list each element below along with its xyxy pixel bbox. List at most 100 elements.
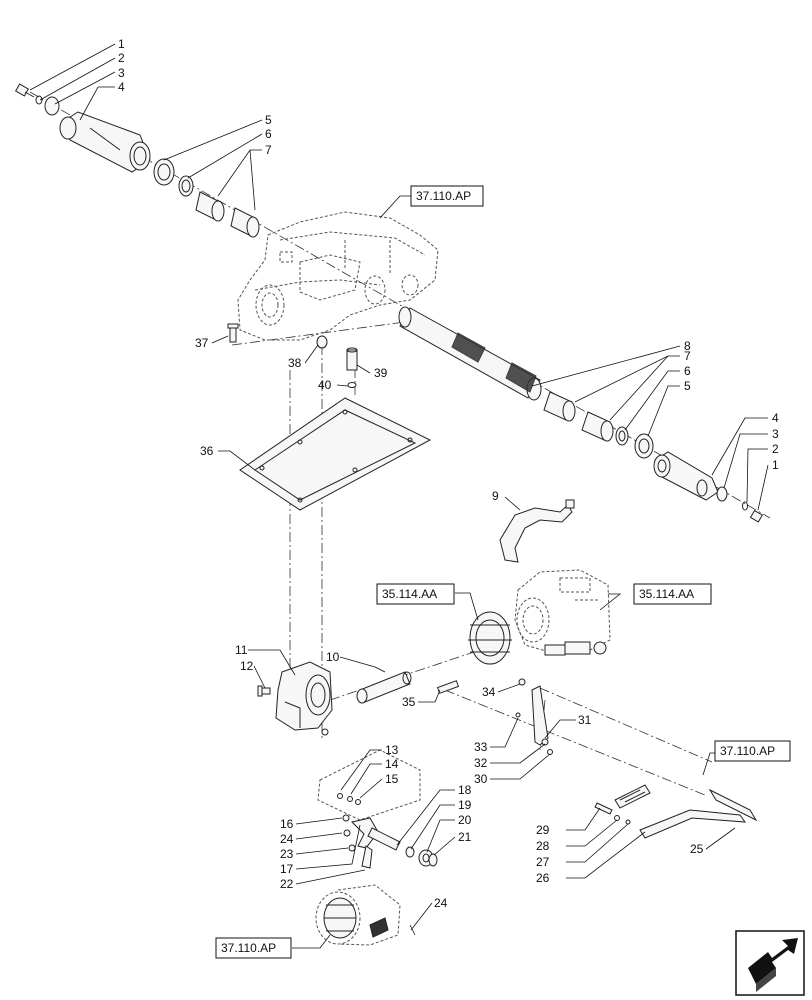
callout-22: 22	[280, 877, 294, 891]
callout-14: 14	[385, 757, 399, 771]
callout-4-top: 4	[118, 80, 125, 94]
reference-box-top[interactable]: 37.110.AP	[410, 185, 484, 207]
callout-19: 19	[458, 798, 472, 812]
callout-38: 38	[288, 356, 302, 370]
callout-1-right: 1	[772, 458, 779, 472]
callout-4-right: 4	[772, 411, 779, 425]
bolt-part-34	[518, 678, 526, 686]
callout-5-top: 5	[265, 113, 272, 127]
callout-6-right: 6	[684, 364, 691, 378]
callout-37: 37	[195, 336, 209, 350]
callout-20: 20	[458, 813, 472, 827]
callout-33: 33	[474, 740, 488, 754]
callout-24-left: 24	[280, 832, 294, 846]
bracket-part-11	[275, 661, 333, 731]
callout-17: 17	[280, 862, 294, 876]
screw-part-24b	[409, 924, 416, 936]
callout-24-bottom: 24	[434, 896, 448, 910]
gear-ring	[468, 611, 512, 665]
valve-part-39	[346, 347, 358, 371]
reference-label-top: 37.110.AP	[416, 189, 471, 203]
callout-numbers: 1 2 3 4 5 6 7 8 7 6 5 4 3 2 1 9 10 11 12…	[118, 37, 779, 910]
ring-part-19	[405, 846, 415, 858]
next-page-arrow-icon[interactable]	[735, 930, 805, 996]
pin-part-29	[594, 802, 613, 815]
bushing-part-7-right	[543, 391, 614, 442]
assembly-bracket-outline	[317, 749, 421, 821]
ring-part-6-right	[615, 426, 629, 446]
callout-7-top: 7	[265, 143, 272, 157]
callout-29: 29	[536, 823, 550, 837]
spring-part-26	[614, 784, 651, 809]
callout-2-top: 2	[118, 51, 125, 65]
pin-part-13	[337, 793, 343, 799]
leader-lines	[29, 43, 769, 949]
callout-32: 32	[474, 756, 488, 770]
clip-part-15	[355, 799, 361, 805]
callout-35: 35	[402, 695, 416, 709]
lift-arm-part-4-left	[59, 111, 151, 173]
washer-part-14	[347, 796, 353, 802]
callout-39: 39	[374, 366, 388, 380]
reference-label-bottom: 37.110.AP	[221, 941, 276, 955]
control-valve-assembly	[514, 569, 611, 656]
reference-label-mid-right: 35.114.AA	[639, 587, 694, 601]
pin-part-10	[356, 671, 412, 704]
reference-label-mid-left: 35.114.AA	[382, 587, 437, 601]
callout-11: 11	[235, 643, 248, 657]
rod-part-25	[639, 788, 758, 839]
bolt-part-12	[257, 685, 271, 697]
reference-label-right: 37.110.AP	[720, 744, 775, 758]
callout-3-top: 3	[118, 66, 125, 80]
callout-36: 36	[200, 444, 214, 458]
link-part-35	[436, 680, 460, 694]
clip-part-30	[547, 749, 553, 755]
callout-7-right: 7	[684, 349, 691, 363]
washer-part-40	[347, 382, 357, 388]
callout-26: 26	[536, 871, 550, 885]
callout-6-top: 6	[265, 127, 272, 141]
callout-12: 12	[240, 659, 254, 673]
bushing-part-7-left	[195, 191, 260, 238]
washer-part-28	[614, 815, 620, 821]
callout-18: 18	[458, 783, 472, 797]
seal-part-5-left	[153, 158, 175, 186]
reference-box-bottom[interactable]: 37.110.AP	[215, 937, 292, 959]
callout-40: 40	[318, 378, 332, 392]
reference-box-right[interactable]: 37.110.AP	[714, 740, 791, 762]
callout-27: 27	[536, 855, 550, 869]
bolt-part-1-left	[14, 83, 35, 98]
washer-part-2-left	[35, 95, 43, 105]
gasket-part-36	[239, 397, 432, 511]
callout-25: 25	[690, 842, 704, 856]
lever-part-33	[531, 685, 549, 746]
bolt-part-37	[227, 323, 239, 343]
reference-box-mid-right[interactable]: 35.114.AA	[633, 583, 712, 605]
pin-part-32	[515, 712, 521, 718]
cross-shaft-part-8	[398, 306, 542, 401]
callout-23: 23	[280, 847, 294, 861]
washer-part-2-right	[742, 501, 748, 511]
callout-30: 30	[474, 772, 488, 786]
callout-21: 21	[458, 830, 472, 844]
washer-part-31	[541, 738, 549, 746]
callout-3-right: 3	[772, 427, 779, 441]
callout-9: 9	[492, 489, 499, 503]
rod-part-18	[367, 827, 401, 851]
plate-part-3-right	[716, 486, 728, 502]
reference-box-mid-left[interactable]: 35.114.AA	[376, 583, 455, 605]
plate-part-3-left	[44, 96, 60, 116]
ring-part-16	[342, 814, 350, 822]
callout-28: 28	[536, 839, 550, 853]
callout-16: 16	[280, 817, 294, 831]
small-pin	[321, 728, 329, 736]
plug-part-21	[428, 853, 438, 867]
callout-34: 34	[482, 685, 496, 699]
callout-5-right: 5	[684, 379, 691, 393]
callout-10: 10	[326, 650, 340, 664]
plug-part-38	[316, 335, 328, 349]
pipe-part-9	[499, 499, 575, 563]
washer-part-24a	[343, 829, 351, 837]
lift-arm-part-4-right	[653, 451, 719, 501]
seal-part-5-right	[634, 433, 654, 459]
